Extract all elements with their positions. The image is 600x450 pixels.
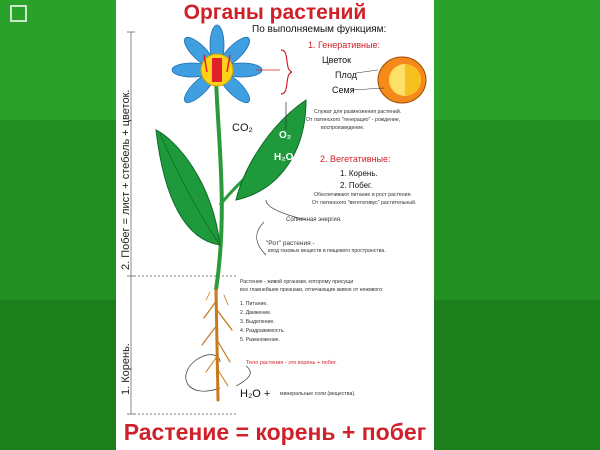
generative-note-line-1: Служат для размножения растений. [314,109,402,115]
h2o-root-label: H₂O + [240,388,271,400]
plant-body-note: Тело растения - это корень + побег. [246,360,337,366]
vegetative-item-root: 1. Корень. [340,169,378,178]
o2-label: O₂ [279,130,292,141]
pistil [212,58,222,82]
minerals-label: минеральные соли (вещества). [280,391,356,397]
left-leaf-vein [159,133,221,246]
vegetative-note-line-2: От латинского "вегетативус" растительный… [312,200,417,206]
plant-definition-line-1: Растение - живой организм, которому прис… [240,279,354,285]
mouth-description: вход газовых веществ и пищевого простран… [268,248,386,254]
co2-label: CO₂ [232,122,253,134]
page-title: Органы растений [183,1,367,24]
generative-heading: 1. Генеративные: [308,40,380,50]
root-side-label: 1. Корень. [120,343,132,395]
plant-illustration [127,24,427,415]
generative-bracket [280,49,293,95]
vegetative-item-shoot: 2. Побег. [340,181,373,190]
vegetative-heading: 2. Вегетативные: [320,154,391,164]
shoot-side-label: 2. Побег = лист + стебель + цветок. [120,89,132,270]
generative-note-line-2: От латинского "генерацио" - рождение, [306,117,401,123]
bottom-formula: Растение = корень + побег [123,419,427,445]
fruit-seed-icon [377,56,427,104]
generative-note-line-3: воспроизведение. [321,125,365,131]
plant-sign-item-2: 2. Движение. [240,310,272,316]
mouth-arrow [256,221,267,256]
mouth-title: "Рот" растения - [266,240,315,247]
plant-organs-poster: Органы растений По выполняемым функциям:… [116,0,434,450]
left-leaf [155,129,221,246]
corner-square-icon [10,5,27,22]
generative-item-flower: Цветок [322,55,352,65]
right-leaf [235,99,307,201]
solar-energy-label: Солнечная энергия. [286,217,342,223]
vegetative-note-line-1: Обеспечивают питание и рост растения. [314,192,412,198]
h2o-leaf-label: H₂O [274,152,294,163]
stem [214,77,224,291]
plant-sign-item-4: 4. Раздражимость. [240,328,285,334]
plant-sign-item-5: 5. Размножение. [240,337,280,343]
sun-arrow [265,199,307,221]
plant-sign-item-1: 1. Питание. [240,301,268,307]
by-function-label: По выполняемым функциям: [252,24,387,35]
generative-item-seed: Семя [332,85,355,95]
root-water-arrow [235,365,251,387]
root-system [201,288,233,402]
plant-sign-item-3: 3. Выделение. [240,319,275,325]
plant-definition-line-2: все главнейшие признаки, отличающие живо… [240,287,384,293]
generative-item-fruit: Плод [335,70,357,80]
